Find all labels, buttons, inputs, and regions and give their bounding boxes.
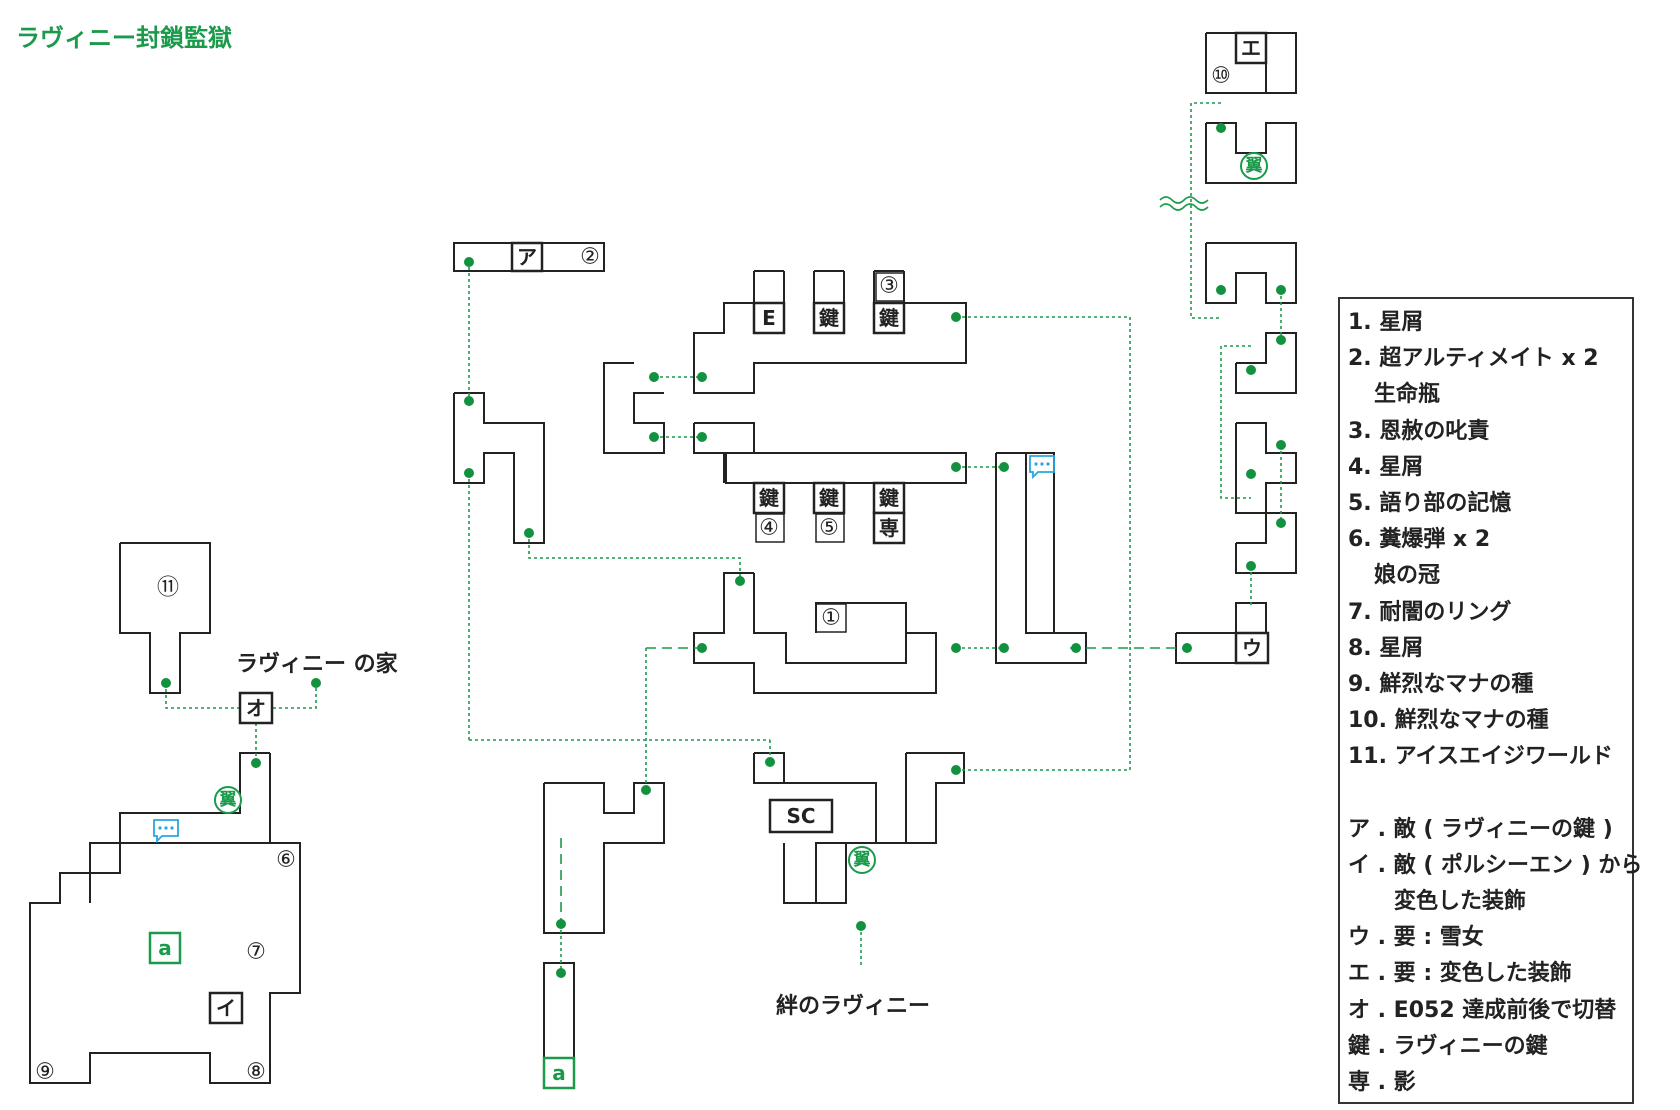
legend-item: 6. 糞爆弾 x 2 xyxy=(1348,527,1491,553)
legend-item: イ . 敵 ( ポルシーエン ) から xyxy=(1348,852,1643,878)
room-left-big xyxy=(29,752,301,1084)
legend-item: ウ . 要 : 雪女 xyxy=(1348,925,1484,951)
marker-o: オ xyxy=(246,696,266,720)
marker-key-4: 鍵 xyxy=(819,486,839,510)
room-wing-top xyxy=(1205,122,1297,184)
marker-key-1: 鍵 xyxy=(819,306,839,330)
room-step-2 xyxy=(1235,422,1297,514)
room-step-1 xyxy=(1235,332,1297,394)
room-lower-corridor xyxy=(694,422,967,484)
marker-u: ウ xyxy=(1242,636,1262,660)
water-icon xyxy=(1159,196,1209,211)
legend-item: 娘の冠 xyxy=(1374,563,1441,589)
room-left-c xyxy=(603,362,665,454)
legend-item: 生命瓶 xyxy=(1374,382,1441,408)
label-lavinie-house: ラヴィニー の家 xyxy=(236,652,398,677)
legend-item: エ . 要 : 変色した装飾 xyxy=(1348,961,1572,987)
marker-i: イ xyxy=(216,996,236,1020)
legend-item: 変色した装飾 xyxy=(1394,889,1527,914)
item-3: ③ xyxy=(879,274,899,299)
room-11 xyxy=(119,542,211,694)
marker-area-a-bottom: a xyxy=(552,1061,566,1085)
label-kizuna-lavinie: 絆のラヴィニー xyxy=(776,994,931,1019)
item-2: ② xyxy=(580,245,600,270)
room-upper-corridor xyxy=(693,271,967,394)
item-5: ⑤ xyxy=(819,516,839,541)
marker-sc: SC xyxy=(786,804,815,828)
legend-item: 10. 鮮烈なマナの種 xyxy=(1348,708,1549,734)
wing-icon-1: 翼 xyxy=(1246,156,1263,176)
room-middle-u xyxy=(693,572,937,694)
marker-area-a-left: a xyxy=(158,936,172,960)
legend-item: 7. 耐闇のリング xyxy=(1348,599,1512,625)
item-7: ⑦ xyxy=(246,940,266,965)
legend-item: 鍵 . ラヴィニーの鍵 xyxy=(1348,1033,1548,1059)
legend-item: オ . E052 達成前後で切替 xyxy=(1348,997,1617,1023)
marker-a-box xyxy=(510,241,544,273)
legend-panel: 1. 星屑 2. 超アルティメイト x 2 生命瓶 3. 恩赦の叱責 4. 星屑… xyxy=(1338,297,1643,1104)
map-title: ラヴィニー封鎖監獄 xyxy=(16,24,232,52)
item-8: ⑧ xyxy=(246,1060,266,1085)
legend-item: 4. 星屑 xyxy=(1348,454,1424,480)
legend-item: 専 . 影 xyxy=(1348,1069,1416,1095)
wing-icon-2: 翼 xyxy=(854,850,871,870)
legend-item: 2. 超アルティメイト x 2 xyxy=(1348,346,1599,372)
room-right-vertical xyxy=(996,452,1055,634)
marker-enemy-e: E xyxy=(762,306,776,330)
marker-a: ア xyxy=(517,245,537,269)
legend-item: 8. 星屑 xyxy=(1348,635,1424,661)
legend-spacer xyxy=(1348,775,1624,811)
legend-item: 3. 恩赦の叱責 xyxy=(1348,418,1490,444)
map-dots xyxy=(161,123,1286,978)
item-10: ⑩ xyxy=(1211,64,1231,89)
marker-key-3: 鍵 xyxy=(759,486,779,510)
map-paths xyxy=(165,102,1282,973)
speech-icon xyxy=(153,455,1055,844)
room-arch xyxy=(1205,242,1297,304)
marker-e: エ xyxy=(1241,36,1261,60)
item-11: ⑪ xyxy=(157,576,179,601)
wing-icon-3: 翼 xyxy=(220,790,237,810)
room-bottom-left-vertical xyxy=(543,782,665,934)
legend-item: ア . 敵 ( ラヴィニーの鍵 ) xyxy=(1348,816,1613,842)
legend-item: 1. 星屑 xyxy=(1348,310,1424,335)
item-1: ① xyxy=(821,606,841,631)
legend-item: 9. 鮮烈なマナの種 xyxy=(1348,671,1534,697)
item-4: ④ xyxy=(759,516,779,541)
marker-sen: 専 xyxy=(879,516,899,540)
legend-item: 5. 語り部の記憶 xyxy=(1348,490,1512,516)
room-left-column xyxy=(453,392,545,544)
marker-key-5: 鍵 xyxy=(879,486,899,510)
marker-key-2: 鍵 xyxy=(879,306,899,330)
room-step-3 xyxy=(1235,512,1297,574)
item-9: ⑨ xyxy=(35,1060,55,1085)
legend-item: 11. アイスエイジワールド xyxy=(1348,744,1613,770)
item-6: ⑥ xyxy=(276,848,296,873)
